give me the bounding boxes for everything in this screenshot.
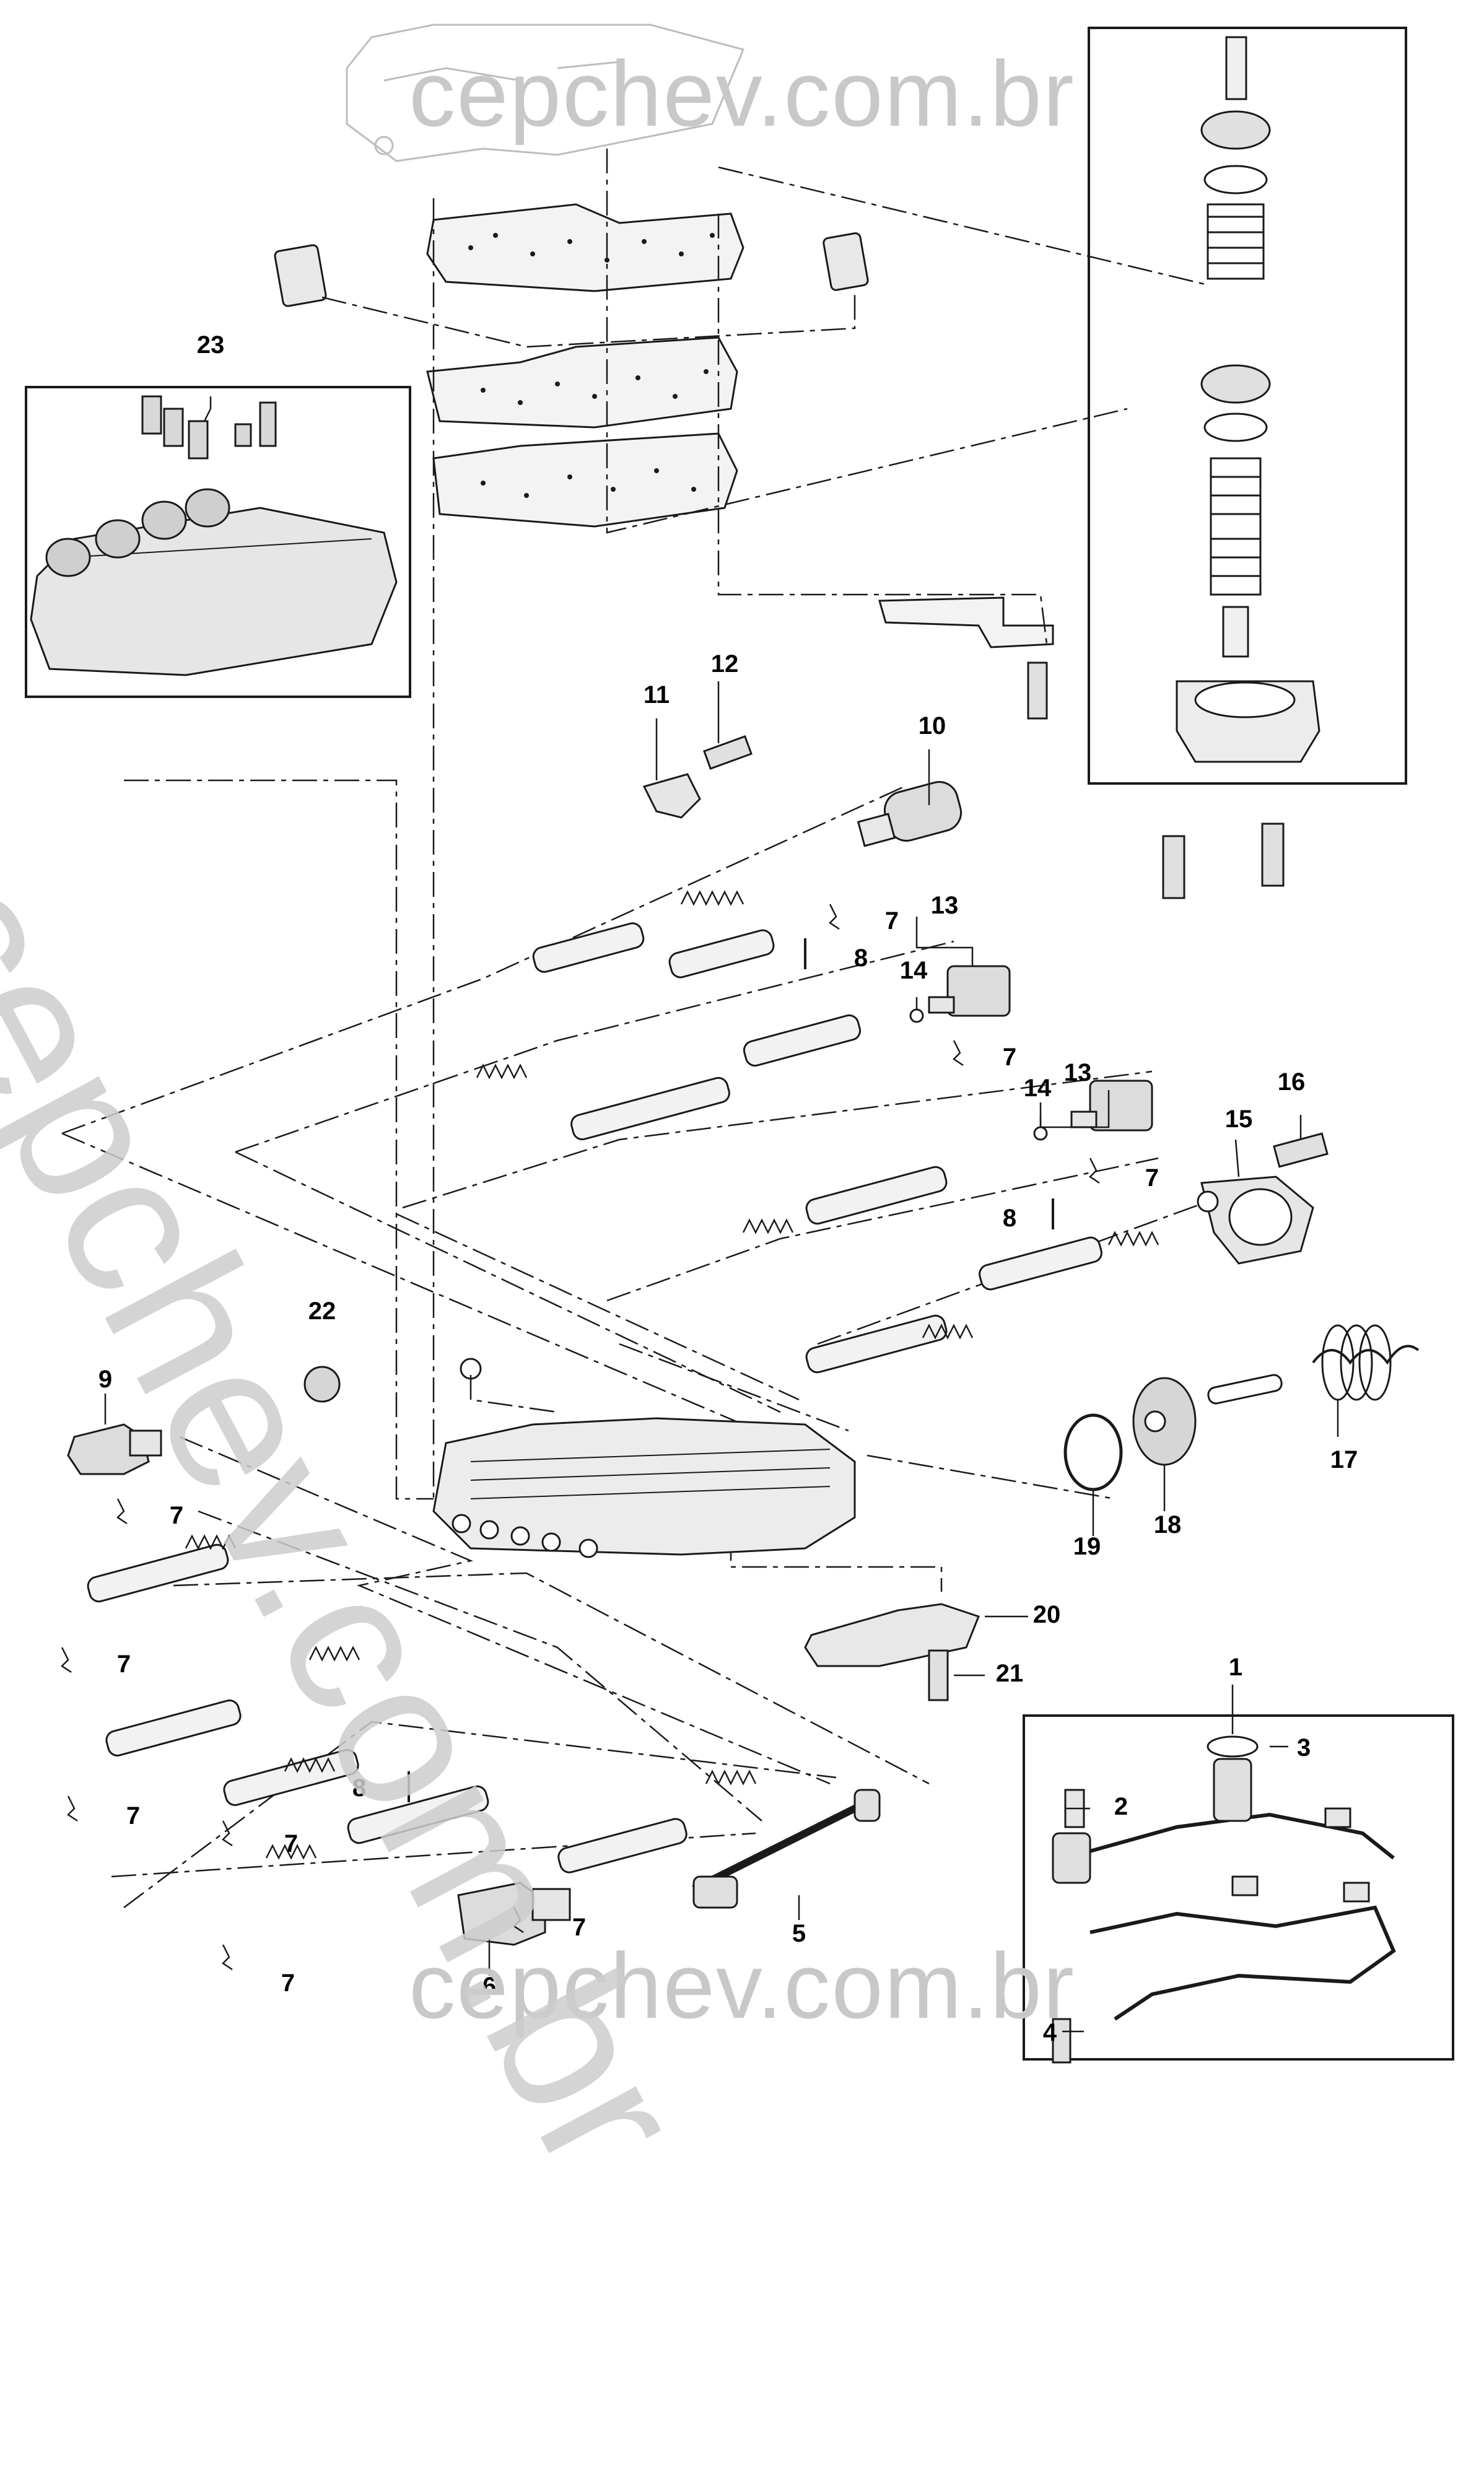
- callout-7e: 7: [117, 1651, 131, 1678]
- callout-7b: 7: [1003, 1044, 1016, 1071]
- spacer-plate-middle: [426, 336, 738, 429]
- seal-ring-19: [1063, 1413, 1123, 1491]
- callout-8b: 8: [1003, 1205, 1016, 1232]
- solenoid-10: [857, 781, 962, 847]
- callout-7g: 7: [284, 1830, 298, 1857]
- bracket-bolt-upper: [1027, 661, 1048, 720]
- spacer-plate-upper: [426, 203, 744, 292]
- valve-springs: [185, 890, 1159, 1860]
- callout-7a: 7: [885, 907, 899, 935]
- pressure-switch-13-lower: [1070, 1080, 1153, 1132]
- gasket-dots: [468, 233, 715, 498]
- retainer-clips-7: [61, 904, 1100, 1971]
- callout-23: 23: [197, 331, 225, 359]
- callout-7c: 7: [1145, 1164, 1159, 1192]
- pressure-switch-13-upper: [928, 965, 1011, 1017]
- solenoid-6: [457, 1882, 571, 1946]
- spring-17: [1312, 1324, 1420, 1401]
- callout-9: 9: [98, 1366, 112, 1393]
- transmission-case-outline: [346, 24, 745, 162]
- callout-5: 5: [792, 1920, 806, 1947]
- callout-8c: 8: [352, 1774, 366, 1802]
- roll-pins-8: [408, 938, 1054, 1802]
- callout-7f: 7: [126, 1802, 140, 1830]
- electrical-connector-left: [274, 244, 327, 307]
- callout-8a: 8: [854, 945, 868, 972]
- spacer-plate-lower: [432, 432, 738, 528]
- accumulator-bolts: [1162, 822, 1285, 899]
- manual-valve-5: [692, 1789, 881, 1909]
- bolt-16: [1273, 1132, 1329, 1168]
- valve-body-inset-box: [25, 386, 411, 698]
- callout-13b: 13: [1064, 1059, 1092, 1086]
- valve-body-assembly-23: [30, 395, 398, 676]
- callout-18: 18: [1154, 1511, 1182, 1538]
- callout-20: 20: [1033, 1601, 1061, 1628]
- callout-11: 11: [644, 681, 670, 709]
- check-ball-22: [303, 1366, 341, 1403]
- accumulator-piston-upper: [1200, 110, 1271, 280]
- callout-15: 15: [1225, 1106, 1253, 1133]
- callout-leaders: [104, 396, 1339, 2033]
- callout-7i: 7: [281, 1970, 295, 1997]
- callout-12: 12: [711, 650, 739, 678]
- solenoid-9: [67, 1423, 162, 1475]
- watermark-top: cepchev.com.br: [409, 41, 1075, 146]
- callout-1: 1: [1229, 1654, 1242, 1681]
- callout-6: 6: [482, 1973, 496, 2000]
- servo-cover-15: [1197, 1176, 1314, 1265]
- callout-19: 19: [1073, 1533, 1101, 1560]
- main-valve-body: [432, 1358, 856, 1558]
- accumulator-piston-lower: [1200, 364, 1271, 658]
- callout-14a: 14: [900, 957, 928, 984]
- callout-22: 22: [308, 1298, 336, 1325]
- callout-10: 10: [919, 712, 946, 739]
- electrical-connector-right: [823, 232, 869, 291]
- callout-3: 3: [1297, 1734, 1311, 1761]
- callout-7h: 7: [572, 1914, 586, 1941]
- callout-17: 17: [1330, 1446, 1358, 1473]
- bolt-21: [928, 1649, 949, 1701]
- callout-13a: 13: [931, 892, 959, 919]
- bolt-12: [703, 735, 753, 770]
- accumulator-housing: [1176, 680, 1320, 763]
- callout-7d: 7: [170, 1502, 183, 1529]
- servo-piston-18: [1132, 1374, 1283, 1466]
- watermark-bottom: cepchev.com.br: [409, 1934, 1075, 2038]
- valve-spools: [87, 922, 1102, 1874]
- exploded-diagram: 1 2 3 4 5 6 7 7 7 7 7 7 7 7 7 8 8 8 9 10…: [25, 24, 1454, 2064]
- callout-14b: 14: [1024, 1075, 1052, 1102]
- callout-21: 21: [996, 1660, 1024, 1687]
- accumulator-pin: [1225, 36, 1247, 100]
- accumulator-inset-box: [1088, 27, 1407, 785]
- callout-4: 4: [1043, 2019, 1057, 2046]
- detent-spring-bracket: [878, 596, 1054, 648]
- harness-inset-box: [1023, 1714, 1454, 2061]
- solenoid-cover-plate-20: [804, 1603, 980, 1667]
- callout-16: 16: [1278, 1068, 1306, 1096]
- callout-2: 2: [1114, 1793, 1128, 1820]
- harness-assembly: [1052, 1735, 1396, 2064]
- solenoid-bracket-11: [642, 773, 701, 819]
